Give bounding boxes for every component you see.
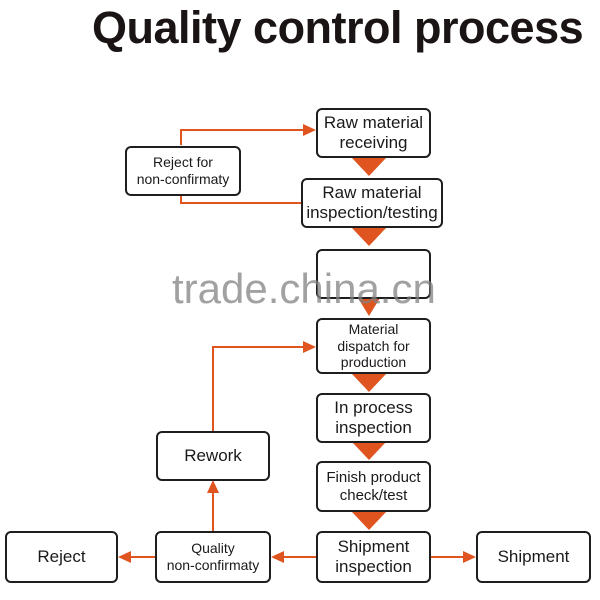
arrowhead-shipment	[463, 551, 476, 563]
node-in-process-inspection: In process inspection	[316, 393, 431, 443]
node-label: In process inspection	[334, 397, 413, 437]
flow-arrow-6	[352, 512, 386, 530]
node-raw-material-inspection: Raw material inspection/testing	[301, 178, 443, 228]
node-label: Material dispatch for production	[337, 320, 410, 371]
node-obscured-step	[316, 249, 431, 299]
node-raw-material-receiving: Raw material receiving	[316, 108, 431, 158]
flow-arrow-2	[352, 228, 386, 246]
node-label: Quality non-confirmaty	[166, 540, 260, 573]
node-material-dispatch: Material dispatch for production	[316, 318, 431, 374]
connector-reject-to-receiving	[180, 129, 306, 145]
flow-arrow-3	[358, 298, 380, 316]
node-label: Rework	[184, 445, 242, 465]
node-shipment: Shipment	[476, 531, 591, 583]
flow-arrow-1	[352, 158, 386, 176]
arrowhead-dispatch	[303, 341, 316, 353]
node-finish-product-check: Finish product check/test	[316, 461, 431, 512]
connector-rework-to-dispatch	[212, 346, 306, 431]
node-reject: Reject	[5, 531, 118, 583]
node-label: Finish product check/test	[326, 468, 421, 504]
flow-arrow-4	[352, 374, 386, 392]
node-quality-nonconformity: Quality non-confirmaty	[155, 531, 271, 583]
diagram-title: Quality control process	[92, 2, 584, 53]
arrowhead-rework	[207, 480, 219, 493]
node-label: Reject	[37, 546, 86, 566]
arrowhead-reject	[118, 551, 131, 563]
node-label: Shipment inspection	[335, 536, 412, 576]
node-label: Shipment	[497, 546, 570, 566]
watermark: trade.china.cn	[172, 265, 436, 312]
flow-arrow-5	[352, 442, 386, 460]
node-label: Raw material inspection/testing	[306, 182, 438, 222]
node-label: Raw material receiving	[323, 112, 424, 152]
node-reject-for-nonconformity: Reject for non-confirmaty	[125, 146, 241, 196]
connector-inspection-to-reject	[180, 196, 301, 204]
arrowhead-receiving	[303, 124, 316, 136]
node-shipment-inspection: Shipment inspection	[316, 531, 431, 583]
node-label: Reject for non-confirmaty	[136, 154, 230, 187]
arrowhead-qnc	[271, 551, 284, 563]
node-rework: Rework	[156, 431, 270, 481]
